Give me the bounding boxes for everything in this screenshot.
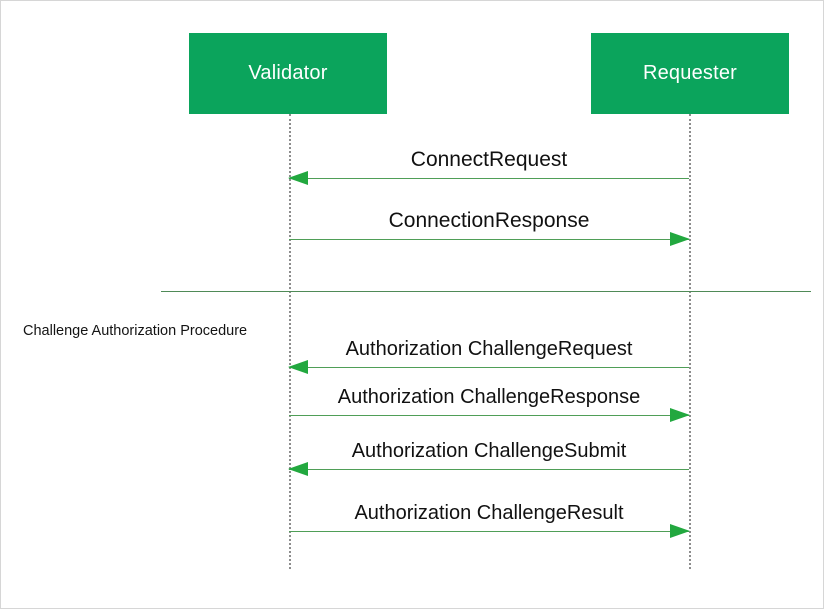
message-line-6 — [289, 531, 689, 532]
lifeline-validator — [289, 114, 291, 569]
message-label-5: Authorization ChallengeSubmit — [351, 440, 627, 462]
message-line-5 — [289, 469, 689, 470]
message-label-4: Authorization ChallengeResponse — [337, 386, 641, 408]
message-label-2: ConnectionResponse — [388, 209, 590, 232]
message-line-3 — [289, 367, 689, 368]
fragment-label: Challenge Authorization Procedure — [23, 323, 248, 339]
message-label-3: Authorization ChallengeRequest — [345, 338, 633, 360]
participant-label-requester: Requester — [642, 62, 738, 84]
arrow-right-icon — [670, 232, 690, 246]
arrow-right-icon — [670, 524, 690, 538]
fragment-separator-line — [161, 291, 811, 292]
message-line-1 — [289, 178, 689, 179]
participant-label-validator: Validator — [248, 62, 328, 84]
message-label-6: Authorization ChallengeResult — [354, 502, 624, 524]
participant-box-validator[interactable]: Validator — [189, 33, 387, 114]
message-line-4 — [289, 415, 689, 416]
lifeline-requester — [689, 114, 691, 569]
message-label-1: ConnectRequest — [410, 148, 568, 171]
arrow-left-icon — [288, 462, 308, 476]
message-line-2 — [289, 239, 689, 240]
arrow-right-icon — [670, 408, 690, 422]
participant-box-requester[interactable]: Requester — [591, 33, 789, 114]
arrow-left-icon — [288, 171, 308, 185]
arrow-left-icon — [288, 360, 308, 374]
